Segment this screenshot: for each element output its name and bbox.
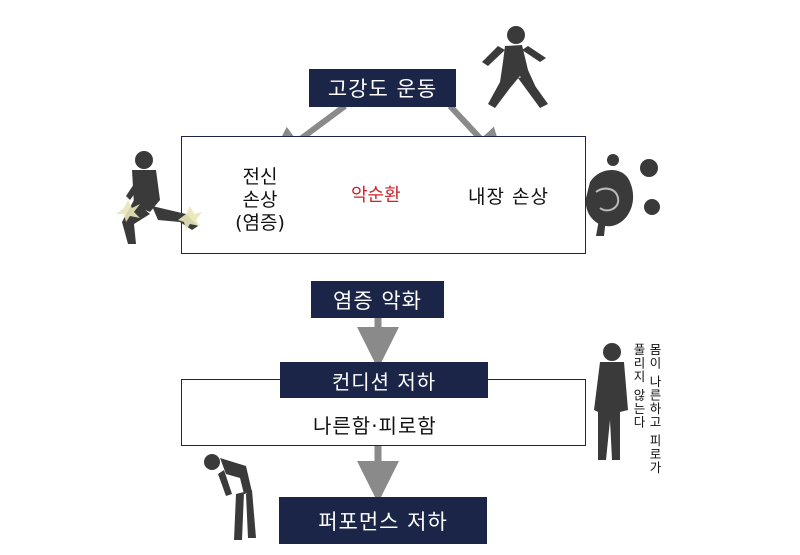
exhausted-person-icon	[204, 454, 256, 540]
intestine-germs-icon	[586, 154, 660, 236]
runner-silhouette-icon	[482, 26, 548, 108]
tired-person-icon	[594, 343, 628, 460]
injured-person-icon	[122, 151, 198, 244]
